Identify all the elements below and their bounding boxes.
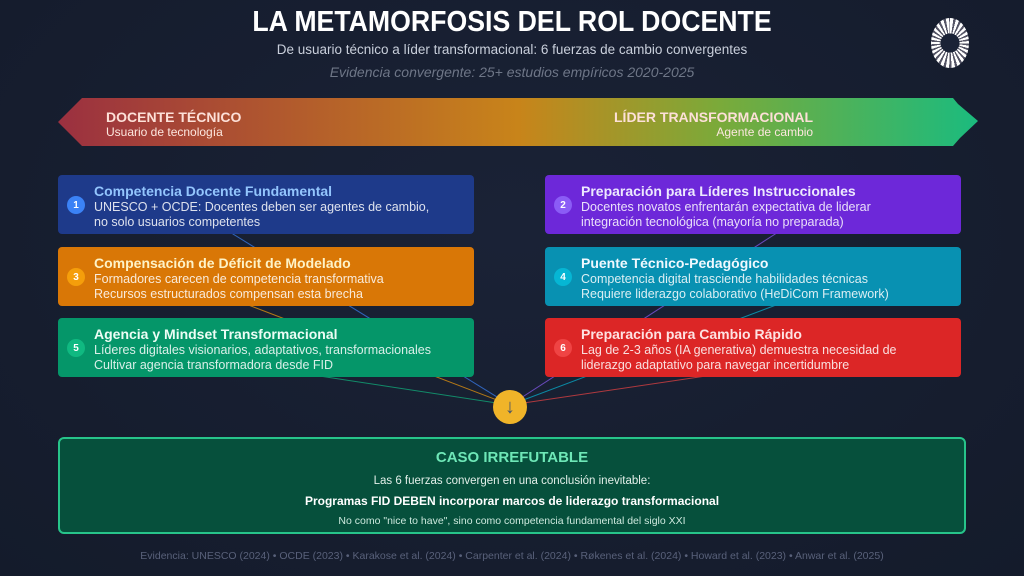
force-number-badge: 6 xyxy=(554,339,572,357)
force-title: Preparación para Líderes Instruccionales xyxy=(581,183,856,199)
force-card-5: 5 Agencia y Mindset Transformacional Líd… xyxy=(58,318,474,377)
force-number-badge: 5 xyxy=(67,339,85,357)
force-number-badge: 4 xyxy=(554,268,572,286)
banner-right-title: LÍDER TRANSFORMACIONAL xyxy=(614,109,814,125)
conclusion-line-2: Programas FID DEBEN incorporar marcos de… xyxy=(304,494,720,508)
evidence-note: Evidencia convergente: 25+ estudios empí… xyxy=(329,64,695,80)
arrow-down-icon: ↓ xyxy=(493,390,527,424)
force-desc-line-2: liderazgo adaptativo para navegar incert… xyxy=(581,358,850,372)
banner-left-title: DOCENTE TÉCNICO xyxy=(106,109,242,125)
footer-citations: Evidencia: UNESCO (2024) • OCDE (2023) •… xyxy=(140,550,884,562)
force-desc-line-1: Lag de 2-3 años (IA generativa) demuestr… xyxy=(581,343,897,357)
force-desc-line-2: Recursos estructurados compensan esta br… xyxy=(94,287,363,301)
banner-left-subtitle: Usuario de tecnología xyxy=(106,125,223,139)
conclusion-title: CASO IRREFUTABLE xyxy=(435,449,589,466)
force-desc-line-2: no solo usuarios competentes xyxy=(94,215,261,229)
logo-icon xyxy=(931,18,969,68)
conclusion-line-3: No como "nice to have", sino como compet… xyxy=(338,515,686,527)
transformation-banner: DOCENTE TÉCNICO Usuario de tecnología LÍ… xyxy=(58,98,978,146)
force-desc-line-1: Líderes digitales visionarios, adaptativ… xyxy=(94,343,431,357)
force-title: Compensación de Déficit de Modelado xyxy=(94,255,351,271)
force-desc-line-1: Formadores carecen de competencia transf… xyxy=(94,272,384,286)
force-card-4: 4 Puente Técnico-Pedagógico Competencia … xyxy=(545,247,961,306)
force-card-2: 2 Preparación para Líderes Instruccional… xyxy=(545,175,961,234)
force-desc-line-2: Requiere liderazgo colaborativo (HeDiCom… xyxy=(581,287,889,301)
force-number-badge: 2 xyxy=(554,196,572,214)
conclusion-box: CASO IRREFUTABLE Las 6 fuerzas convergen… xyxy=(58,437,966,534)
force-card-3: 3 Compensación de Déficit de Modelado Fo… xyxy=(58,247,474,306)
force-number-badge: 1 xyxy=(67,196,85,214)
force-card-6: 6 Preparación para Cambio Rápido Lag de … xyxy=(545,318,961,377)
force-desc-line-1: UNESCO + OCDE: Docentes deben ser agente… xyxy=(94,200,430,214)
force-desc-line-2: Cultivar agencia transformadora desde FI… xyxy=(94,358,334,372)
force-number-badge: 3 xyxy=(67,268,85,286)
page-subtitle: De usuario técnico a líder transformacio… xyxy=(276,42,748,57)
page-title: LA METAMORFOSIS DEL ROL DOCENTE xyxy=(252,6,772,38)
force-desc-line-2: integración tecnológica (mayoría no prep… xyxy=(581,215,844,229)
force-desc-line-1: Competencia digital trasciende habilidad… xyxy=(581,272,868,286)
banner-right-subtitle: Agente de cambio xyxy=(716,125,814,139)
force-desc-line-1: Docentes novatos enfrentarán expectativa… xyxy=(581,200,871,214)
force-title: Competencia Docente Fundamental xyxy=(94,183,333,199)
conclusion-line-1: Las 6 fuerzas convergen en una conclusió… xyxy=(373,475,651,487)
force-title: Puente Técnico-Pedagógico xyxy=(581,255,769,271)
force-title: Preparación para Cambio Rápido xyxy=(581,326,802,342)
force-card-1: 1 Competencia Docente Fundamental UNESCO… xyxy=(58,175,474,234)
force-title: Agencia y Mindset Transformacional xyxy=(94,326,338,342)
